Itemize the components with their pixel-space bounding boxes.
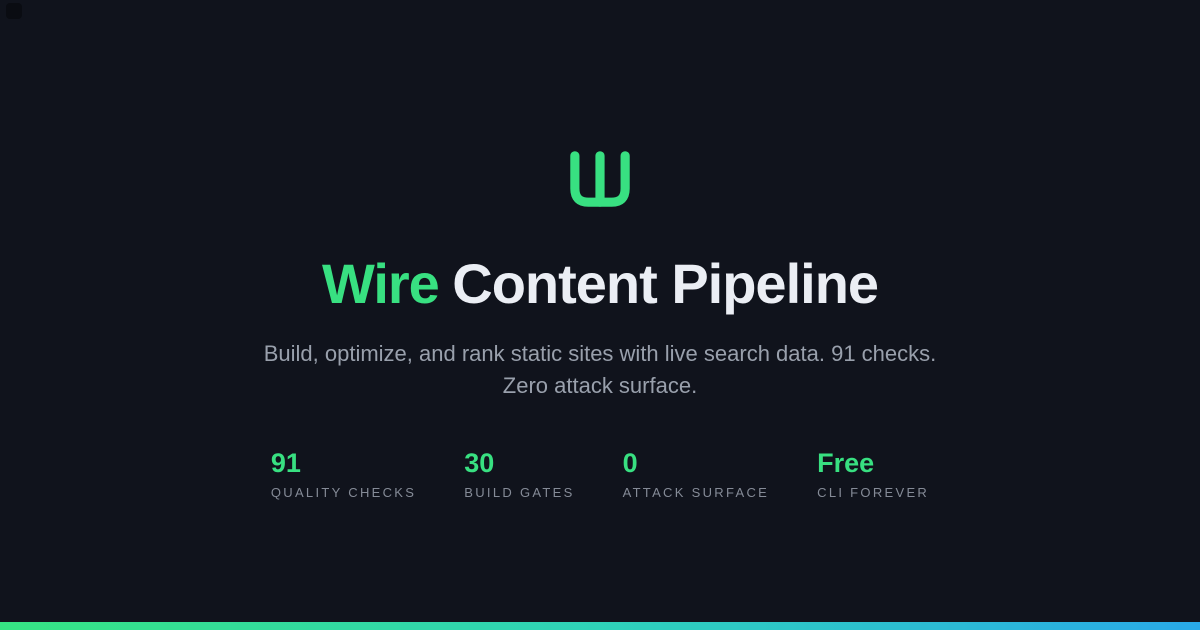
stat-value: Free <box>817 448 875 478</box>
stat-value: 91 <box>270 448 301 478</box>
stats-row: 91 QUALITY CHECKS 30 BUILD GATES 0 ATTAC… <box>270 448 930 500</box>
stat-build-gates: 30 BUILD GATES <box>464 448 575 500</box>
stat-value: 0 <box>622 448 638 478</box>
page-subtitle: Build, optimize, and rank static sites w… <box>263 341 937 398</box>
page-title-rest: Content Pipeline <box>452 252 879 315</box>
footer-gradient-bar <box>0 622 1200 630</box>
stat-attack-surface: 0 ATTACK SURFACE <box>622 448 770 500</box>
stat-label: ATTACK SURFACE <box>622 485 770 500</box>
stat-value: 30 <box>464 448 495 478</box>
stat-cli-forever: Free CLI FOREVER <box>817 448 930 500</box>
corner-mark <box>6 3 22 19</box>
stat-label: QUALITY CHECKS <box>270 485 417 500</box>
stat-quality-checks: 91 QUALITY CHECKS <box>270 448 417 500</box>
wire-logo-icon <box>569 150 631 208</box>
page-title-highlight: Wire <box>321 252 440 315</box>
stat-label: CLI FOREVER <box>817 485 930 500</box>
stat-label: BUILD GATES <box>464 485 575 500</box>
